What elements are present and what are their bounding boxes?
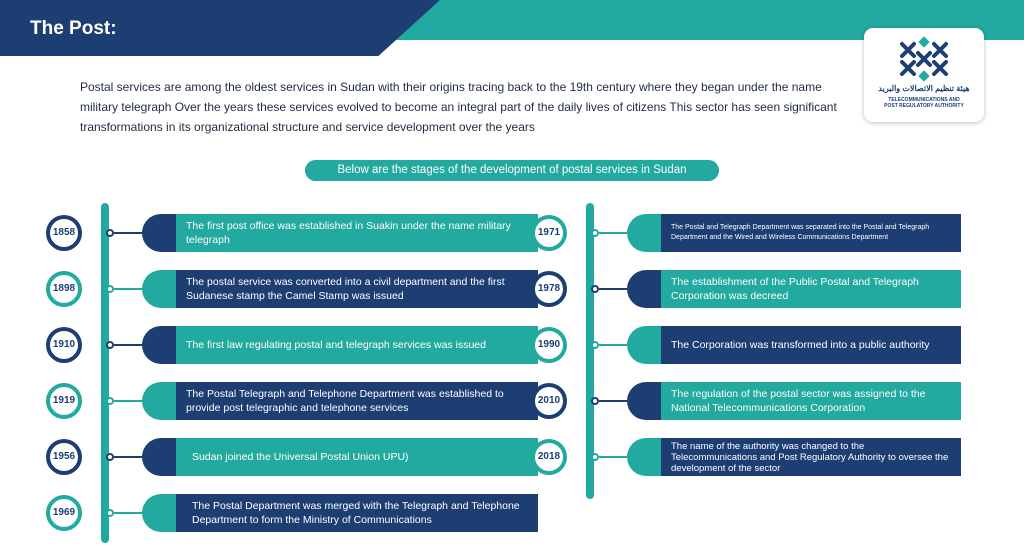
timeline-connector: [599, 288, 627, 290]
event-text: The first law regulating postal and tele…: [176, 326, 538, 364]
logo-arabic-text: هيئة تنظيم الاتصالات والبريد: [878, 84, 970, 93]
timeline-connector: [114, 232, 142, 234]
logo-card: هيئة تنظيم الاتصالات والبريد TELECOMMUNI…: [864, 28, 984, 122]
event-text: The establishment of the Public Postal a…: [661, 270, 961, 308]
timeline-node: [106, 285, 114, 293]
timeline-node: [106, 341, 114, 349]
timeline-connector: [114, 288, 142, 290]
stages-heading: Below are the stages of the development …: [305, 160, 719, 181]
year-badge: 1969: [46, 495, 82, 531]
year-badge: 1971: [531, 215, 567, 251]
timeline-connector: [114, 400, 142, 402]
logo-english-line2: POST REGULATORY AUTHORITY: [884, 103, 964, 109]
year-badge: 1990: [531, 327, 567, 363]
timeline-node: [106, 229, 114, 237]
year-badge: 1978: [531, 271, 567, 307]
timeline-connector: [114, 344, 142, 346]
year-badge: 1910: [46, 327, 82, 363]
bar-cap: [627, 326, 661, 364]
bar-cap: [142, 438, 176, 476]
timeline-connector: [599, 344, 627, 346]
event-text: The regulation of the postal sector was …: [661, 382, 961, 420]
header-navy-tab: [0, 0, 440, 56]
event-text: The first post office was established in…: [176, 214, 538, 252]
year-badge: 1858: [46, 215, 82, 251]
timeline-left-spine: [101, 203, 109, 543]
timeline-connector: [599, 456, 627, 458]
year-badge: 1919: [46, 383, 82, 419]
timeline-connector: [114, 456, 142, 458]
bar-cap: [627, 214, 661, 252]
bar-cap: [142, 214, 176, 252]
timeline-node: [591, 229, 599, 237]
event-text: The Postal Department was merged with th…: [176, 494, 538, 532]
event-text: The name of the authority was changed to…: [661, 438, 961, 476]
timeline-right-spine: [586, 203, 594, 499]
event-text: The Corporation was transformed into a p…: [661, 326, 961, 364]
timeline-connector: [114, 512, 142, 514]
bar-cap: [627, 270, 661, 308]
timeline-node: [591, 453, 599, 461]
year-badge: 2018: [531, 439, 567, 475]
bar-cap: [627, 438, 661, 476]
year-badge: 1898: [46, 271, 82, 307]
logo-english-text: TELECOMMUNICATIONS AND POST REGULATORY A…: [864, 97, 984, 109]
bar-cap: [627, 382, 661, 420]
event-text: The postal service was converted into a …: [176, 270, 538, 308]
bar-cap: [142, 382, 176, 420]
year-badge: 1956: [46, 439, 82, 475]
timeline-node: [591, 341, 599, 349]
bar-cap: [142, 494, 176, 532]
bar-cap: [142, 326, 176, 364]
timeline-node: [106, 509, 114, 517]
page-title: The Post:: [30, 18, 117, 39]
timeline-node: [106, 397, 114, 405]
timeline-node: [106, 453, 114, 461]
event-text: The Postal and Telegraph Department was …: [661, 214, 961, 252]
timeline-node: [591, 285, 599, 293]
event-text: The Postal Telegraph and Telephone Depar…: [176, 382, 538, 420]
event-text: Sudan joined the Universal Postal Union …: [176, 438, 538, 476]
timeline-connector: [599, 232, 627, 234]
year-badge: 2010: [531, 383, 567, 419]
bar-cap: [142, 270, 176, 308]
timeline-node: [591, 397, 599, 405]
authority-logo-icon: [900, 36, 948, 82]
timeline-connector: [599, 400, 627, 402]
logo-english-line1: TELECOMMUNICATIONS AND: [888, 97, 960, 103]
intro-paragraph: Postal services are among the oldest ser…: [80, 80, 837, 134]
